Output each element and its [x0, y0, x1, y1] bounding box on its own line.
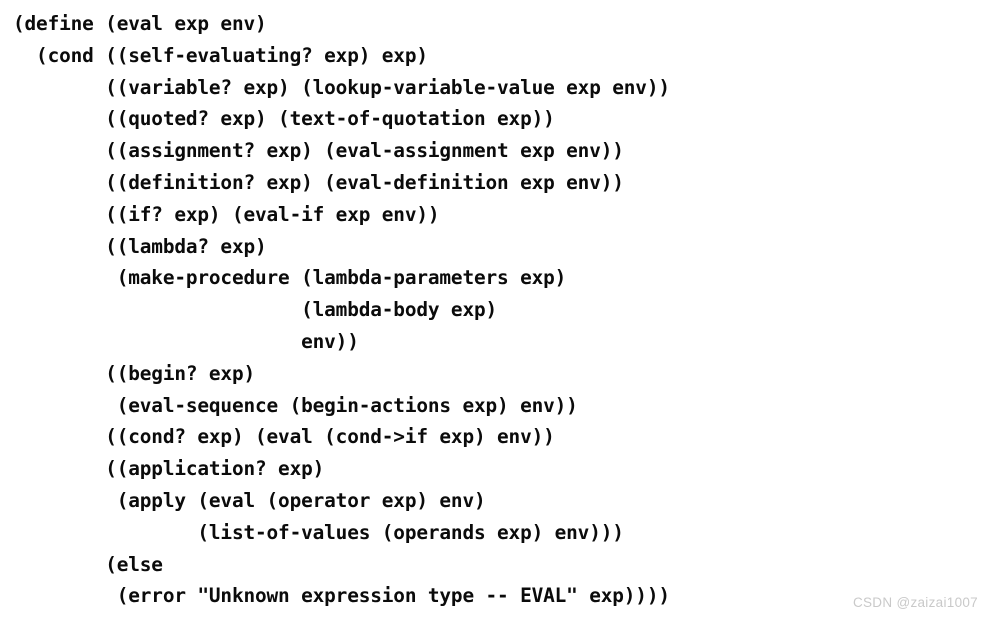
code-line: (lambda-body exp): [13, 298, 498, 322]
code-line: ((lambda? exp): [13, 234, 267, 258]
code-line: (make-procedure (lambda-parameters exp): [13, 266, 567, 290]
code-line: (else: [13, 552, 163, 576]
csdn-watermark: CSDN @zaizai1007: [852, 595, 978, 610]
code-line: ((variable? exp) (lookup-variable-value …: [13, 75, 670, 99]
code-line: ((cond? exp) (eval (cond->if exp) env)): [13, 425, 555, 449]
code-line: (eval-sequence (begin-actions exp) env)): [13, 393, 578, 417]
code-line: ((begin? exp): [13, 361, 256, 385]
code-line: (cond ((self-evaluating? exp) exp): [13, 43, 428, 67]
code-line: ((quoted? exp) (text-of-quotation exp)): [13, 107, 555, 131]
code-line: ((assignment? exp) (eval-assignment exp …: [13, 139, 624, 163]
code-line: ((application? exp): [13, 457, 325, 481]
code-line: (error "Unknown expression type -- EVAL"…: [13, 584, 670, 608]
code-line: (define (eval exp env): [13, 12, 267, 35]
code-line: (apply (eval (operator exp) env): [13, 488, 486, 512]
code-line: ((definition? exp) (eval-definition exp …: [13, 170, 624, 194]
code-line: env)): [13, 329, 359, 353]
code-line: ((if? exp) (eval-if exp env)): [13, 202, 440, 226]
code-line: (list-of-values (operands exp) env))): [13, 520, 624, 544]
